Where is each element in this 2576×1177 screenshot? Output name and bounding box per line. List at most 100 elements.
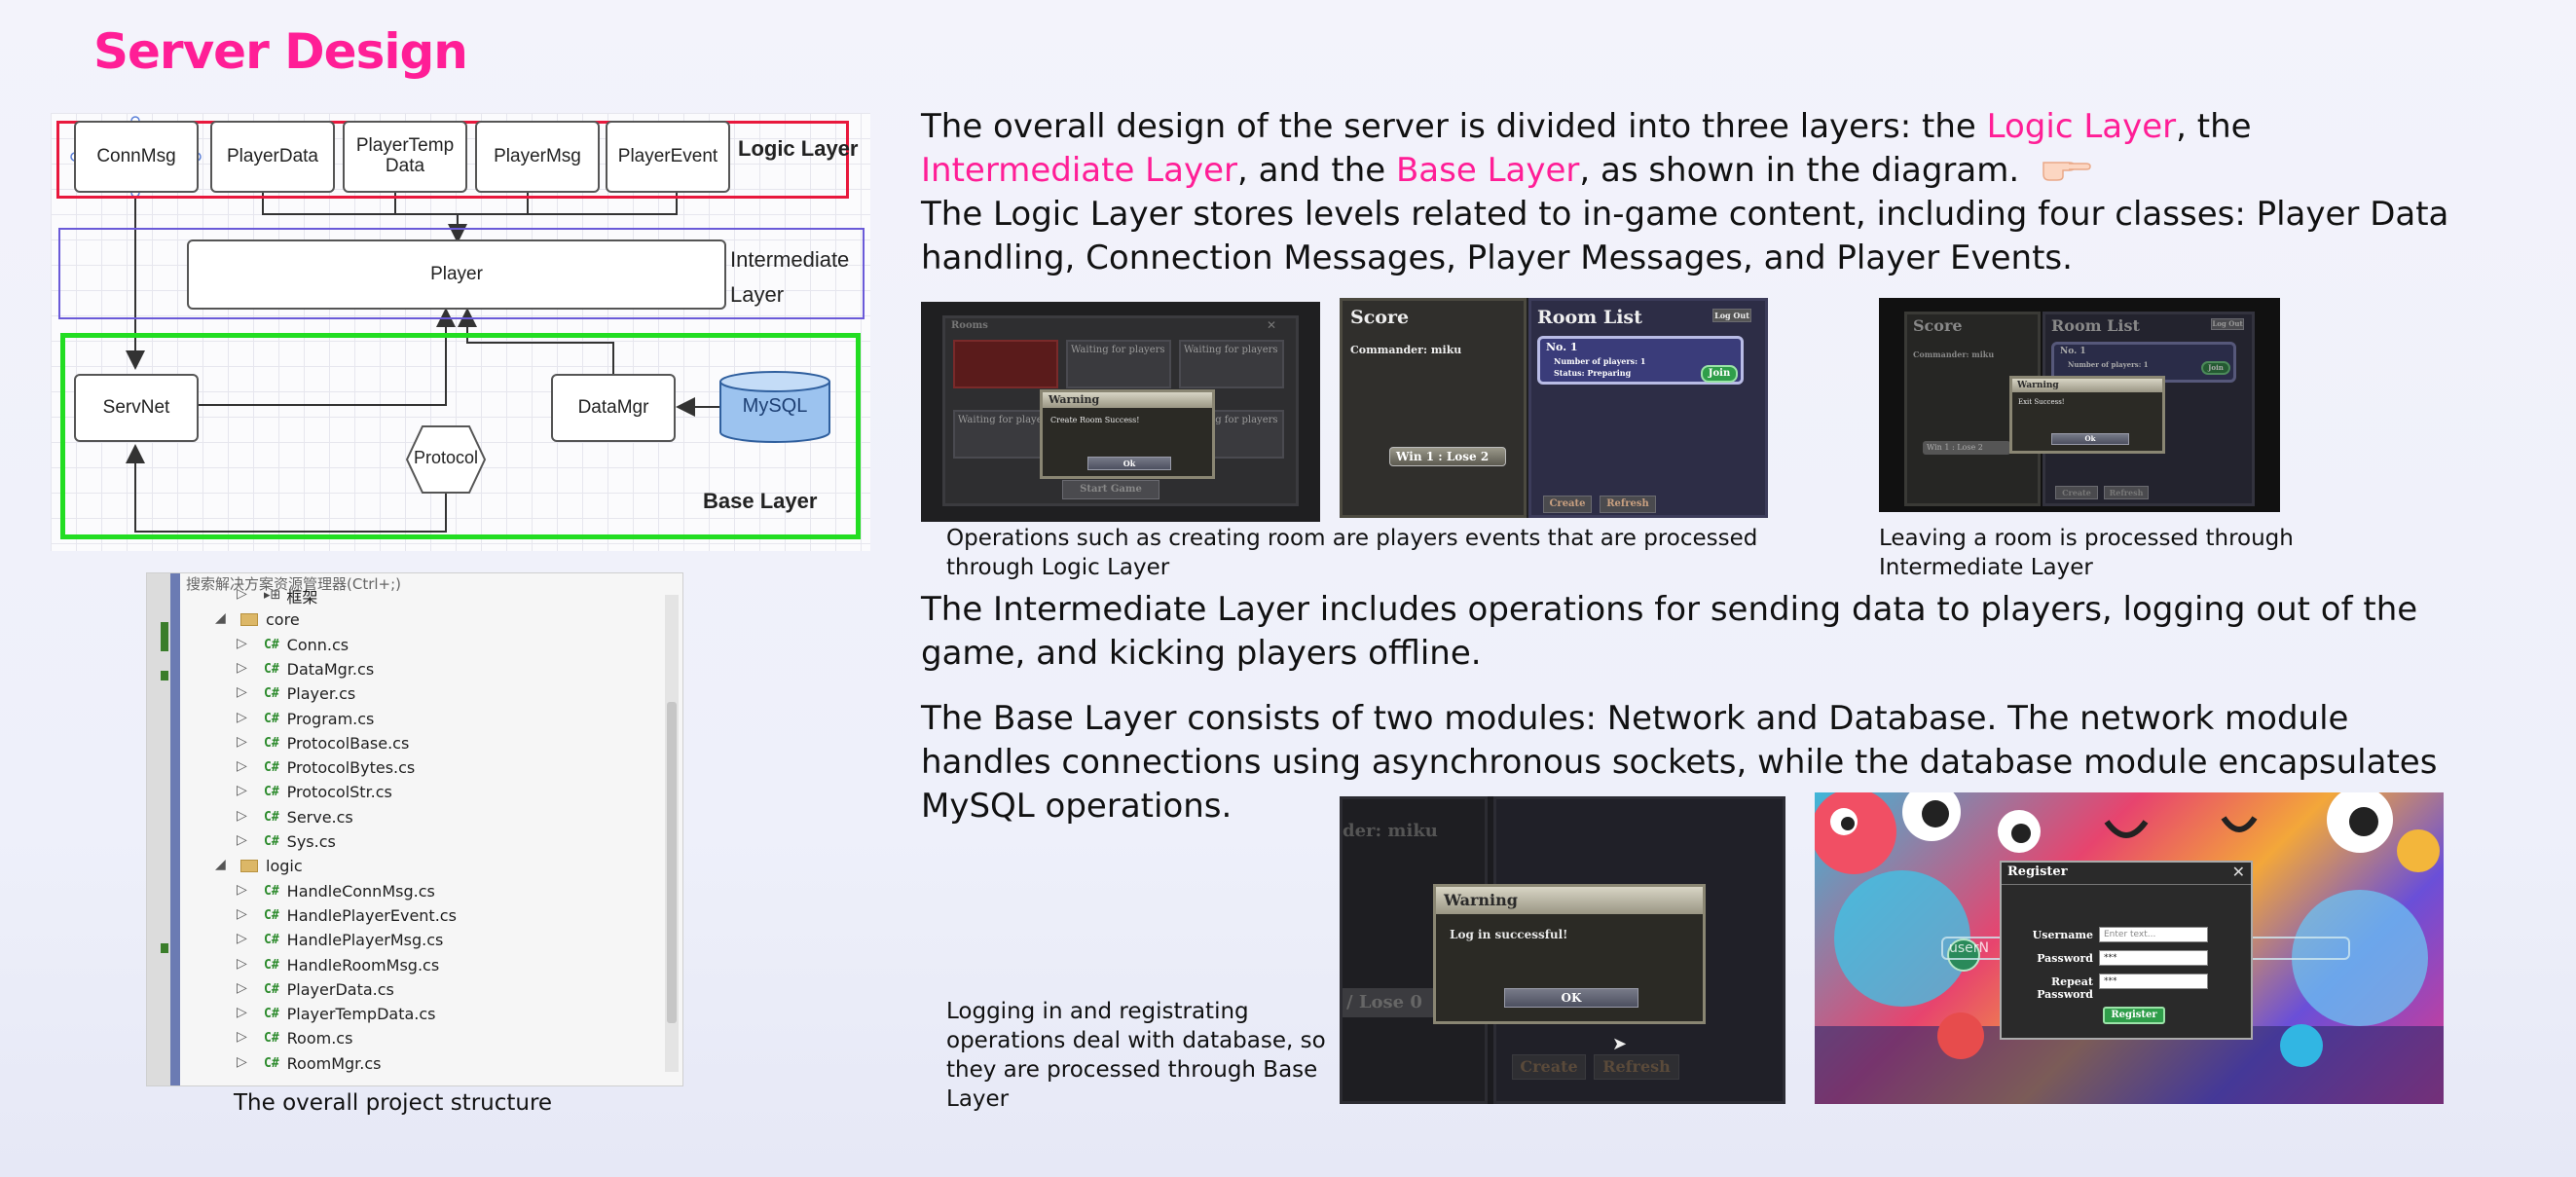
mouse-cursor-icon: ➤ <box>1612 1034 1628 1054</box>
logic-layer-highlight: Logic Layer <box>1986 107 2177 146</box>
tree-file[interactable]: C#DataMgr.cs <box>264 657 374 681</box>
register-close-icon[interactable]: ✕ <box>2231 863 2245 881</box>
tree-file[interactable]: C#HandlePlayerMsg.cs <box>264 928 443 952</box>
expand-arrow-icon[interactable]: ▷ <box>237 931 247 947</box>
register-repeat-password-input[interactable]: *** <box>2099 974 2208 989</box>
tree-file[interactable]: C#HandlePlayerEvent.cs <box>264 903 457 928</box>
create-room-caption: Operations such as creating room are pla… <box>946 526 1758 580</box>
csharp-file-icon: C# <box>264 735 279 751</box>
expand-arrow-icon[interactable]: ▷ <box>237 635 247 651</box>
tree-folder[interactable]: logic <box>240 854 303 878</box>
base-layer-highlight: Base Layer <box>1395 151 1580 190</box>
mysql-cylinder <box>719 371 830 443</box>
expand-arrow-icon[interactable]: ▷ <box>237 979 247 996</box>
register-dialog: Register ✕ Username Enter text... Passwo… <box>2000 861 2253 1040</box>
tree-item-label: HandlePlayerMsg.cs <box>286 931 444 950</box>
room-list-screenshot: Score Commander: miku Win 1 : Lose 2 Roo… <box>1340 298 1768 518</box>
register-screenshot: userN Register ✕ Username Enter text... … <box>1815 792 2444 1104</box>
expand-arrow-icon[interactable]: ▷ <box>237 733 247 750</box>
create-room-screenshot: Rooms ✕ Waiting for players Waiting for … <box>921 302 1320 522</box>
tree-file[interactable]: C#Conn.cs <box>264 633 349 657</box>
user-avatar-icon <box>1947 938 1980 972</box>
exit-warning-dialog: Warning Exit Success! Ok <box>2009 376 2165 454</box>
tree-folder[interactable]: core <box>240 607 300 632</box>
tree-item-label: 框架 <box>286 587 318 607</box>
tree-file[interactable]: C# RoomMgr.cs <box>264 1051 382 1076</box>
tree-file[interactable]: C#Program.cs <box>264 707 374 731</box>
tree-scrollbar[interactable] <box>665 595 679 1072</box>
expand-arrow-icon[interactable]: ▷ <box>237 684 247 701</box>
start-game-button[interactable]: Start Game <box>1062 480 1159 499</box>
folder-icon <box>240 860 258 873</box>
csharp-file-icon: C# <box>264 686 279 702</box>
mysql-node: MySQL <box>742 395 808 417</box>
tree-item-label: Room.cs <box>286 1029 353 1048</box>
csharp-file-icon: C# <box>264 981 279 997</box>
record-badge: Win 1 : Lose 2 <box>1389 447 1506 466</box>
collapse-arrow-icon[interactable]: ◢ <box>215 857 226 873</box>
logic-layer-label: Logic Layer <box>738 136 859 161</box>
tree-item-label: ProtocolStr.cs <box>286 783 392 802</box>
tree-file[interactable]: ▸⊞框架 <box>264 583 317 607</box>
tree-item-label: PlayerTempData.cs <box>286 1005 436 1024</box>
expand-arrow-icon[interactable]: ▷ <box>237 881 247 898</box>
login-ok-button[interactable]: OK <box>1504 988 1638 1008</box>
base-layer-frame <box>60 333 861 539</box>
tree-file[interactable]: C#HandleConnMsg.cs <box>264 879 435 903</box>
tree-file[interactable]: C#ProtocolBase.cs <box>264 731 409 755</box>
tree-file[interactable]: C#HandleRoomMsg.cs <box>264 953 439 977</box>
tree-file[interactable]: C# Player.cs <box>264 681 355 706</box>
tree-file[interactable]: C#ProtocolStr.cs <box>264 780 392 804</box>
expand-arrow-icon[interactable]: ▷ <box>237 659 247 676</box>
tree-item-label: Program.cs <box>286 709 375 728</box>
join-button[interactable]: Join <box>1701 365 1738 383</box>
csharp-file-icon: C# <box>264 760 279 776</box>
intermediate-layer-highlight: Intermediate Layer <box>921 151 1237 190</box>
expand-arrow-icon[interactable]: ▷ <box>237 783 247 799</box>
expand-arrow-icon[interactable]: ▷ <box>237 955 247 972</box>
ok-button[interactable]: Ok <box>1087 457 1171 470</box>
create-button[interactable]: Create <box>1543 496 1592 513</box>
intermediate-layer-label-2: Layer <box>730 282 785 307</box>
expand-arrow-icon[interactable]: ▷ <box>237 709 247 725</box>
csharp-file-icon: C# <box>264 883 279 899</box>
csharp-file-icon: C# <box>264 1055 279 1071</box>
protocol-node: Protocol <box>413 448 479 467</box>
datamgr-node: DataMgr <box>551 374 676 442</box>
csharp-file-icon: C# <box>264 809 279 825</box>
register-dialog-title: Register <box>2007 864 2068 879</box>
tree-item-label: Player.cs <box>286 684 356 704</box>
register-username-input[interactable]: Enter text... <box>2099 927 2208 942</box>
tree-file[interactable]: C#Sys.cs <box>264 829 336 854</box>
collapse-arrow-icon[interactable]: ◢ <box>215 610 226 627</box>
register-button[interactable]: Register <box>2103 1007 2165 1024</box>
tree-file[interactable]: C#Room.cs <box>264 1026 352 1050</box>
expand-arrow-icon[interactable]: ▷ <box>237 807 247 824</box>
expand-arrow-icon[interactable]: ▷ <box>237 1029 247 1046</box>
expand-arrow-icon[interactable]: ▷ <box>237 1005 247 1021</box>
logout-button[interactable]: Log Out <box>1712 309 1751 322</box>
expand-arrow-icon[interactable]: ▷ <box>237 586 247 602</box>
csharp-file-icon: C# <box>264 1007 279 1022</box>
solution-search-box[interactable]: 搜索解决方案资源管理器(Ctrl+;) <box>186 575 402 593</box>
tree-file[interactable]: C# PlayerTempData.cs <box>264 1002 436 1026</box>
expand-arrow-icon[interactable]: ▷ <box>237 905 247 922</box>
expand-arrow-icon[interactable]: ▷ <box>237 832 247 848</box>
logic-layer-paragraph: The Logic Layer stores levels related to… <box>921 195 2449 277</box>
close-icon: ✕ <box>1267 318 1277 332</box>
register-password-input[interactable]: *** <box>2099 950 2208 966</box>
login-caption: Logging in and registrating operations d… <box>946 999 1326 1112</box>
tree-file[interactable]: C#ProtocolBytes.cs <box>264 755 415 780</box>
csharp-file-icon: C# <box>264 661 279 677</box>
folder-icon <box>240 613 258 627</box>
expand-arrow-icon[interactable]: ▷ <box>237 1053 247 1070</box>
room-card[interactable]: No. 1 Number of players: 1 Status: Prepa… <box>1537 336 1744 385</box>
tree-file[interactable]: C# Serve.cs <box>264 805 353 829</box>
tree-item-label: Serve.cs <box>286 807 353 827</box>
refresh-button[interactable]: Refresh <box>1600 496 1656 513</box>
tree-file[interactable]: C#PlayerData.cs <box>264 977 394 1002</box>
tree-item-label: HandleRoomMsg.cs <box>286 955 440 975</box>
tree-item-label: RoomMgr.cs <box>286 1053 382 1073</box>
expand-arrow-icon[interactable]: ▷ <box>237 758 247 775</box>
tree-caption: The overall project structure <box>234 1090 553 1116</box>
